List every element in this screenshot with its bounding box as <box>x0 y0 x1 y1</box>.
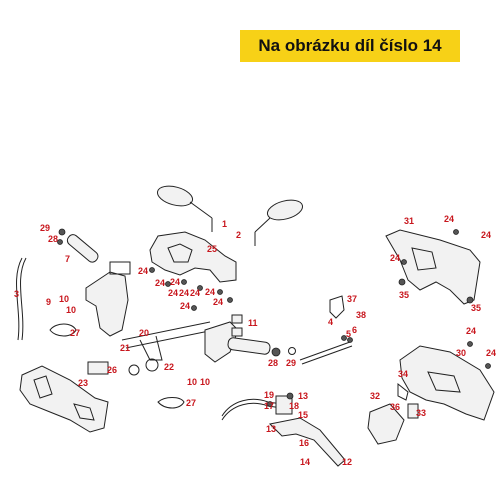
left-switch-housing <box>85 271 129 337</box>
callout-13: 13 <box>298 391 308 401</box>
right-grip <box>227 337 271 355</box>
callout-10: 10 <box>59 294 69 304</box>
lower-front-cover <box>19 365 109 433</box>
callout-14: 14 <box>300 457 310 467</box>
callout-38: 38 <box>356 310 366 320</box>
callout-28: 28 <box>48 234 58 244</box>
callout-33: 33 <box>416 408 426 418</box>
callout-24: 24 <box>180 301 190 311</box>
fastener-screws <box>149 229 491 369</box>
right-switch-housing <box>204 321 239 363</box>
left-mirror <box>156 185 213 232</box>
callout-24: 24 <box>190 288 200 298</box>
callout-25: 25 <box>207 244 217 254</box>
callout-10: 10 <box>200 377 210 387</box>
callout-27: 27 <box>70 328 80 338</box>
callout-35: 35 <box>471 303 481 313</box>
callout-23: 23 <box>78 378 88 388</box>
callout-34: 34 <box>398 369 408 379</box>
callout-1: 1 <box>222 219 227 229</box>
callout-21: 21 <box>120 343 130 353</box>
rear-handlebar-cover <box>385 229 481 305</box>
callout-3: 3 <box>14 289 19 299</box>
callout-24: 24 <box>170 277 180 287</box>
callout-17: 17 <box>264 401 274 411</box>
callout-36: 36 <box>390 402 400 412</box>
callout-13: 13 <box>266 424 276 434</box>
callout-32: 32 <box>370 391 380 401</box>
callout-29: 29 <box>40 223 50 233</box>
callout-31: 31 <box>404 216 414 226</box>
left-grip <box>57 228 99 263</box>
callout-24: 24 <box>466 326 476 336</box>
handlebar-tube <box>121 321 215 361</box>
callout-10: 10 <box>187 377 197 387</box>
callout-4: 4 <box>328 317 333 327</box>
callout-28: 28 <box>268 358 278 368</box>
callout-24: 24 <box>486 348 496 358</box>
callout-7: 7 <box>65 254 70 264</box>
brake-cable <box>299 341 351 361</box>
callout-24: 24 <box>481 230 491 240</box>
handlebar-cover-upper <box>149 231 237 283</box>
callout-29: 29 <box>286 358 296 368</box>
throttle-cable <box>16 257 23 341</box>
part-number-banner: Na obrázku díl číslo 14 <box>240 30 460 62</box>
callout-24: 24 <box>179 288 189 298</box>
callout-2: 2 <box>236 230 241 240</box>
callout-24: 24 <box>444 214 454 224</box>
callout-24: 24 <box>390 253 400 263</box>
callout-20: 20 <box>139 328 149 338</box>
callout-5: 5 <box>346 329 351 339</box>
callout-35: 35 <box>399 290 409 300</box>
callout-30: 30 <box>456 348 466 358</box>
callout-24: 24 <box>168 288 178 298</box>
callout-24: 24 <box>138 266 148 276</box>
brake-lever <box>268 417 346 467</box>
callout-24: 24 <box>155 278 165 288</box>
callout-24: 24 <box>205 287 215 297</box>
callout-15: 15 <box>298 410 308 420</box>
callout-9: 9 <box>46 297 51 307</box>
callout-6: 6 <box>352 325 357 335</box>
callout-37: 37 <box>347 294 357 304</box>
callout-27: 27 <box>186 398 196 408</box>
callout-16: 16 <box>299 438 309 448</box>
callout-22: 22 <box>164 362 174 372</box>
right-mirror <box>254 199 304 246</box>
callout-11: 11 <box>248 318 258 328</box>
callout-26: 26 <box>107 365 117 375</box>
front-handlebar-cover <box>399 345 495 421</box>
callout-19: 19 <box>264 390 274 400</box>
callout-12: 12 <box>342 457 352 467</box>
callout-18: 18 <box>289 401 299 411</box>
brake-switch <box>275 395 293 415</box>
callout-10: 10 <box>66 305 76 315</box>
switch-part <box>87 361 109 375</box>
callout-24: 24 <box>213 297 223 307</box>
